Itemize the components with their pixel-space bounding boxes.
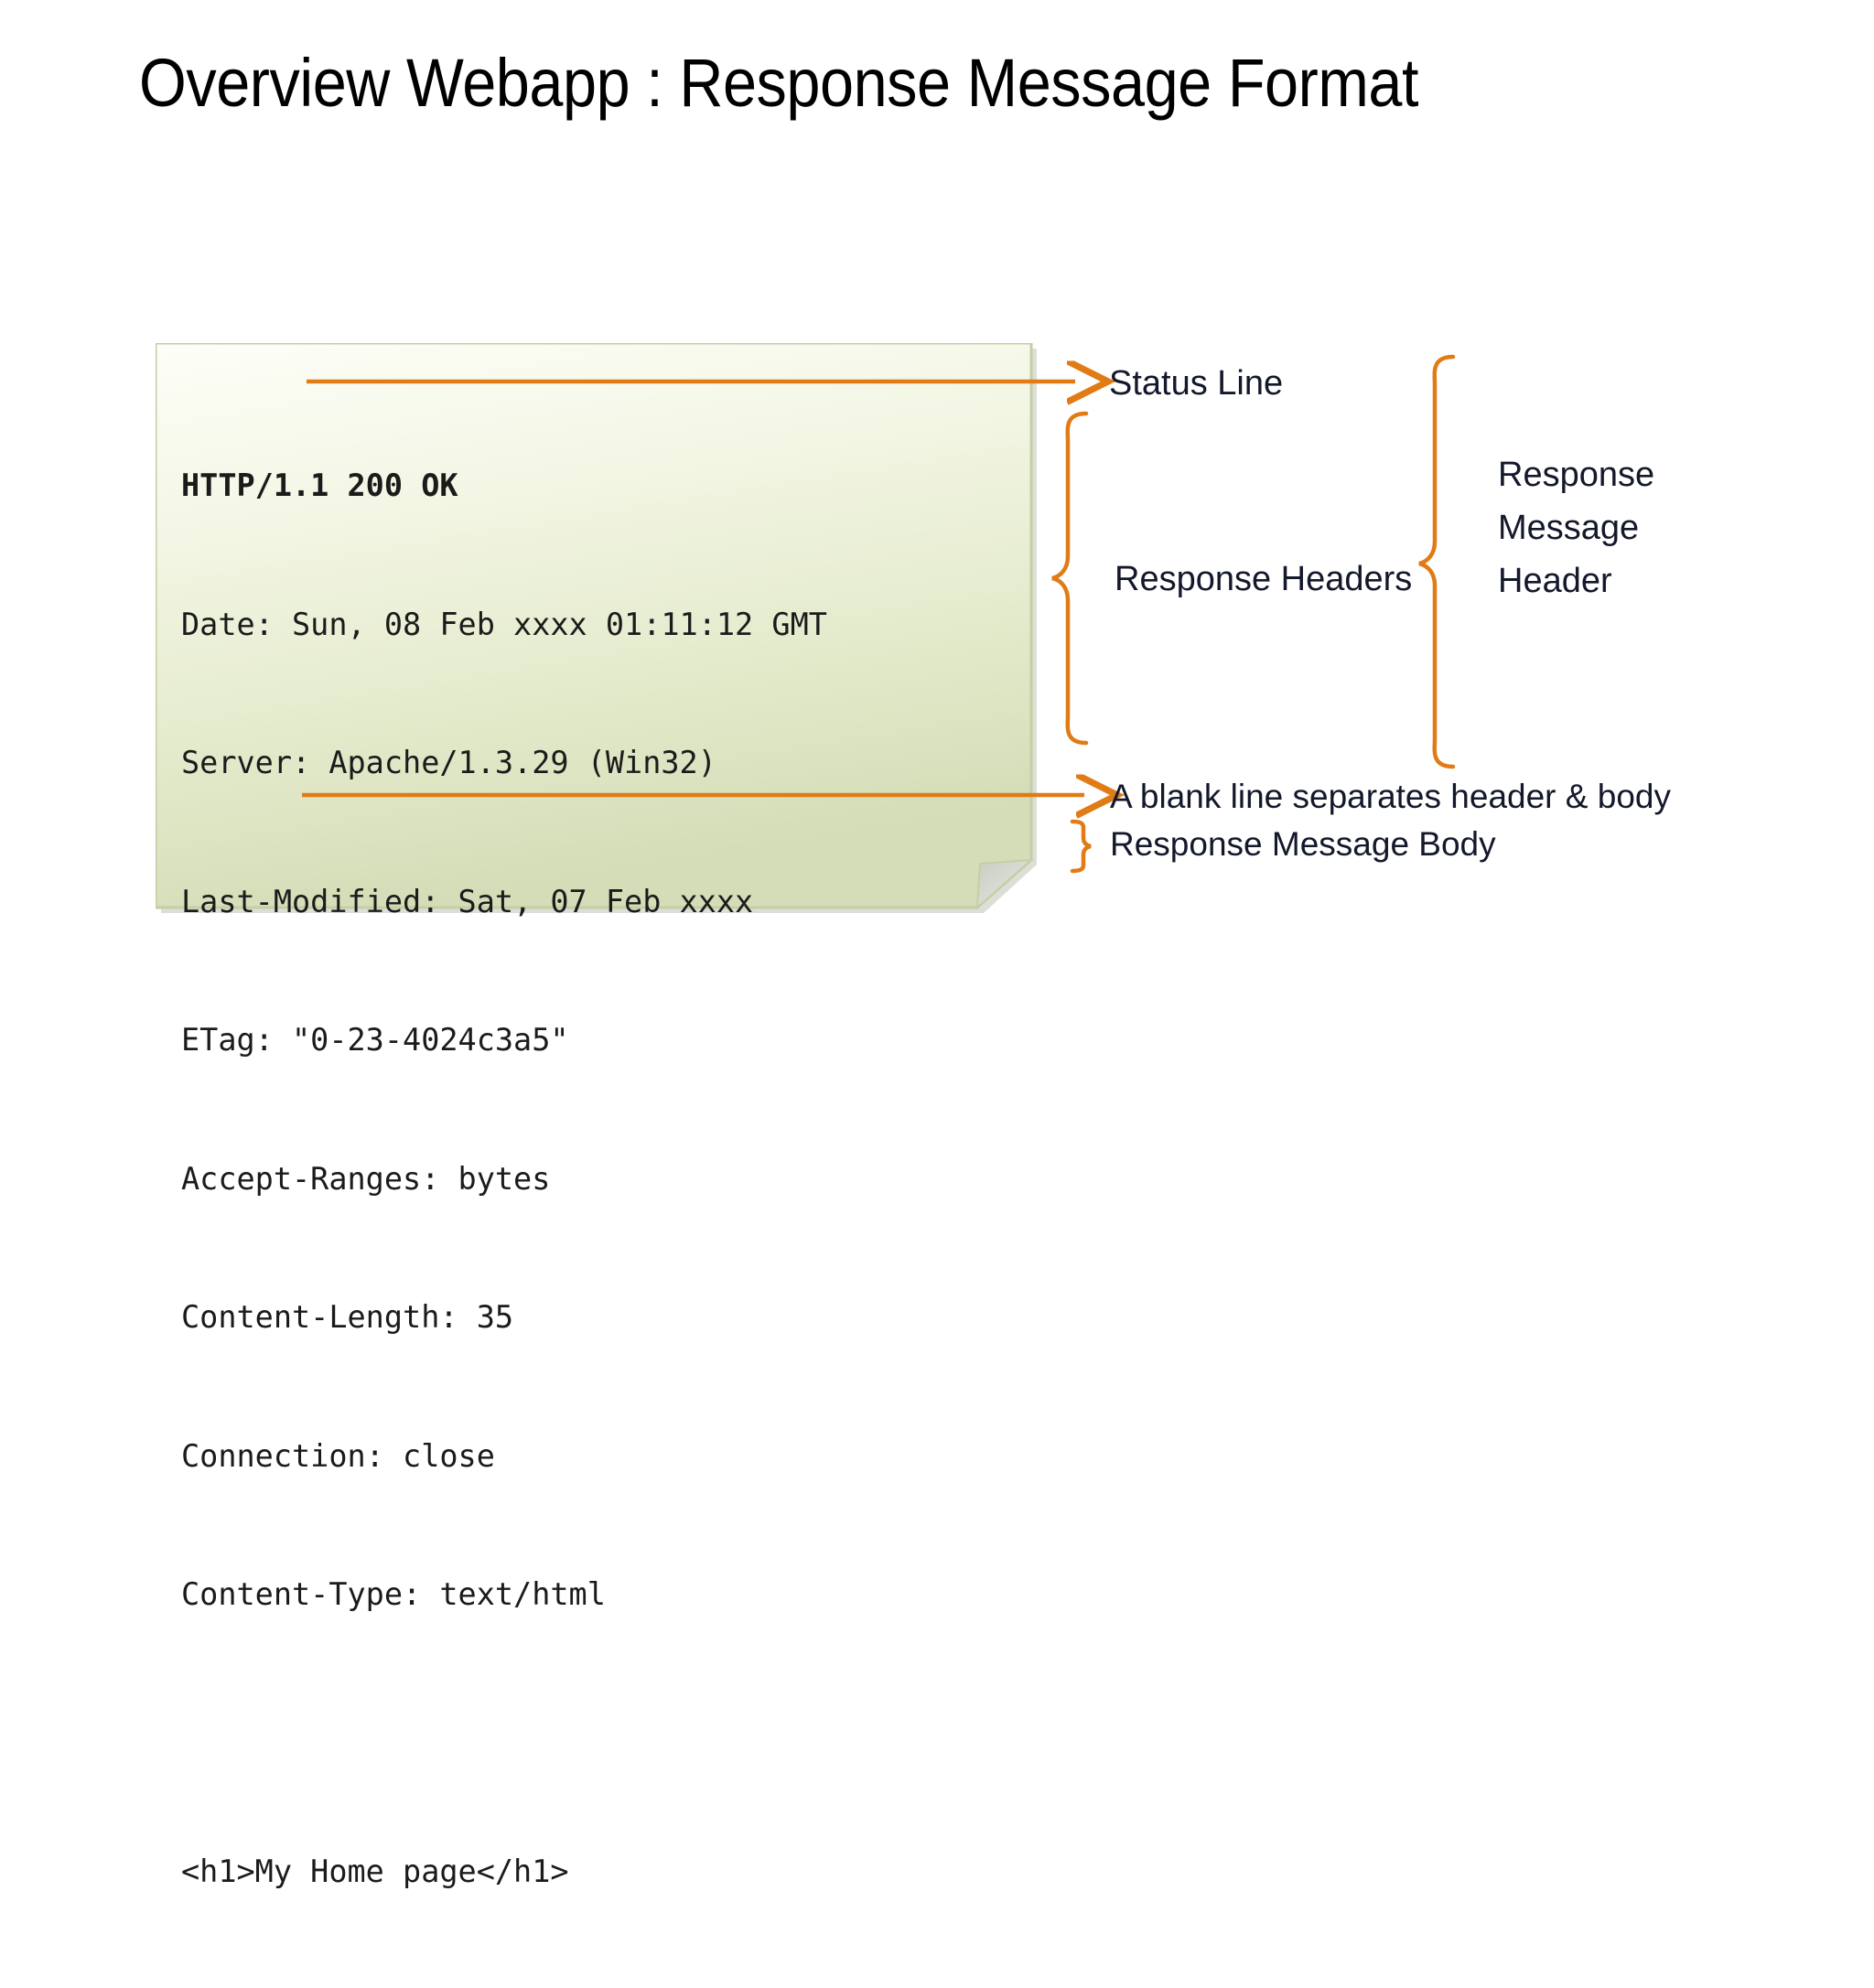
- code-line-header-4: Accept-Ranges: bytes: [181, 1160, 551, 1197]
- code-line-header-1: Server: Apache/1.3.29 (Win32): [181, 745, 716, 780]
- code-line-header-6: Connection: close: [181, 1437, 495, 1474]
- code-line-header-7: Content-Type: text/html: [181, 1576, 606, 1612]
- code-line-header-3: ETag: "0-23-4024c3a5": [181, 1022, 569, 1058]
- annotation-blank-line-note: A blank line separates header & body: [1110, 778, 1671, 815]
- page-title: Overview Webapp : Response Message Forma…: [139, 45, 1419, 121]
- code-line-header-2: Last-Modified: Sat, 07 Feb xxxx: [181, 883, 754, 919]
- code-line-body: <h1>My Home page</h1>: [181, 1854, 569, 1889]
- response-headers-brace: [1051, 411, 1089, 746]
- code-line-header-5: Content-Length: 35: [181, 1299, 514, 1335]
- code-line-blank: [181, 1711, 1005, 1757]
- response-message-text: HTTP/1.1 200 OK Date: Sun, 08 Feb xxxx 0…: [181, 371, 1005, 1988]
- code-line-status: HTTP/1.1 200 OK: [181, 467, 458, 503]
- annotation-response-headers: Response Headers: [1115, 560, 1413, 598]
- code-line-header-0: Date: Sun, 08 Feb xxxx 01:11:12 GMT: [181, 606, 827, 642]
- response-body-brace: [1070, 819, 1092, 874]
- annotation-status-line: Status Line: [1109, 364, 1284, 403]
- message-box-background: [156, 343, 1037, 913]
- annotation-response-message-body: Response Message Body: [1110, 825, 1496, 863]
- http-response-message-box: HTTP/1.1 200 OK Date: Sun, 08 Feb xxxx 0…: [156, 343, 1039, 1889]
- annotation-response-message-header: Response Message Header: [1498, 456, 1655, 600]
- response-message-header-brace: [1418, 354, 1456, 769]
